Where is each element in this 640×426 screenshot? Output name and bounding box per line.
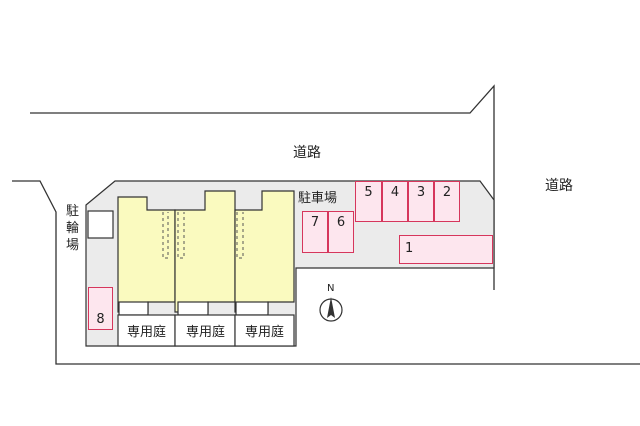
road-edge-left [12, 180, 640, 365]
parking-space-5: 5 [355, 181, 382, 222]
bicycle-parking-label: 駐 輪 場 [66, 204, 80, 253]
road-edge-top [30, 84, 495, 290]
parking-space-7: 7 [302, 211, 328, 253]
private-garden-label-3: 専用庭 [244, 325, 284, 340]
north-compass [319, 297, 343, 322]
parking-space-2: 2 [434, 181, 460, 222]
north-label: N [327, 283, 335, 294]
parking-space-1: 1 [399, 235, 493, 264]
road-label-right: 道路 [545, 178, 573, 194]
private-garden-label-2: 専用庭 [185, 325, 225, 340]
parking-space-3: 3 [408, 181, 434, 222]
parking-space-8: 8 [88, 287, 113, 330]
private-garden-label-1: 専用庭 [126, 325, 166, 340]
parking-lot-label: 駐車場 [298, 191, 338, 206]
road-label-top: 道路 [293, 145, 321, 161]
bicycle-parking-box [87, 210, 114, 239]
apartment-building [117, 190, 295, 313]
unit-1 [117, 196, 176, 313]
private-gardens [117, 314, 295, 347]
parking-space-6: 6 [328, 211, 354, 253]
parking-space-4: 4 [382, 181, 408, 222]
stair-dashes [162, 212, 244, 259]
entrance-steps [118, 301, 269, 316]
